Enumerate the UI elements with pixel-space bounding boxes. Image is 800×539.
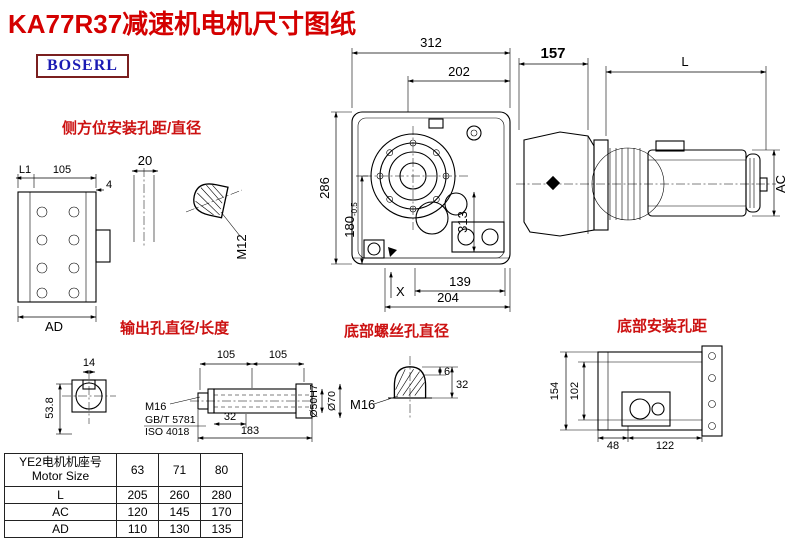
table-col-63: 63	[116, 453, 159, 487]
dim-width-total: 312	[420, 35, 442, 50]
dim-axis-height-value: 180	[342, 216, 357, 238]
dim-bottom-inner: 139	[449, 274, 471, 289]
dim-14: 14	[83, 357, 95, 369]
table-row: YE2电机机座号 Motor Size 63 71 80	[4, 453, 243, 487]
table-cell: 280	[200, 485, 243, 504]
table-cell: 130	[158, 519, 201, 538]
table-header-cell: YE2电机机座号 Motor Size	[4, 453, 117, 487]
dim-4: 4	[106, 179, 112, 191]
bottom-mount-label: 底部安装孔距	[617, 318, 708, 335]
table-cell: 110	[116, 519, 159, 538]
std-gb: GB/T 5781	[145, 414, 196, 426]
table-col-71: 71	[158, 453, 201, 487]
output-hole-label: 输出孔直径/长度	[120, 320, 230, 337]
dim-105a: 105	[217, 349, 235, 361]
dim-l1: L1	[19, 164, 31, 176]
dim-48: 48	[607, 440, 619, 452]
dim-motor-diameter: AC	[773, 175, 788, 193]
table-cell: 260	[158, 485, 201, 504]
thread-m16-output: M16	[145, 401, 166, 413]
dia-bore: Ø50H7	[308, 384, 320, 417]
table-col-80: 80	[200, 453, 243, 487]
dim-height-total: 286	[317, 177, 332, 199]
table-cell: 135	[200, 519, 243, 538]
dim-axis-height: 180-0.5	[342, 202, 359, 238]
dim-122: 122	[656, 440, 674, 452]
dim-32-output: 32	[224, 411, 236, 423]
table-cell: 120	[116, 502, 159, 521]
std-iso: ISO 4018	[145, 426, 190, 438]
page-title: KA77R37减速机电机尺寸图纸	[8, 9, 357, 39]
motor-side-dimensions: 157 L AC	[518, 45, 788, 217]
row-label-ac: AC	[4, 502, 117, 521]
bottom-mount-view-drawing: 154 102 48 122	[549, 345, 723, 452]
thread-m16-bottom: M16	[350, 397, 375, 412]
thread-m12: M12	[234, 234, 249, 259]
table-row: AD 110 130 135	[4, 519, 243, 538]
bottom-screw-detail: 6 32 M16	[350, 356, 468, 418]
dim-157: 157	[540, 45, 565, 62]
dim-20: 20	[138, 153, 152, 168]
motor-size-table: YE2电机机座号 Motor Size 63 71 80 L 205 260 2…	[4, 453, 243, 538]
row-label-l: L	[4, 485, 117, 504]
dim-32-bottom: 32	[456, 379, 468, 391]
output-shaft-detail: 14 53.8 105 105 32 183 Ø50H7 Ø70	[44, 349, 342, 442]
dim-105b: 105	[269, 349, 287, 361]
dim-ad: AD	[45, 319, 63, 334]
row-label-ad: AD	[4, 519, 117, 538]
motor-side-view-drawing	[516, 131, 776, 237]
table-header-en: Motor Size	[31, 468, 90, 483]
front-view-dimensions: 312 202 286 180-0.5 313 139 204 X	[317, 35, 511, 312]
dim-axis-height-tol: -0.5	[350, 202, 359, 216]
dim-102: 102	[569, 382, 581, 400]
brand-logo: BOSERL	[36, 54, 129, 78]
dim-6: 6	[444, 366, 450, 378]
left-side-view-drawing: L1 105 4 AD	[15, 164, 112, 334]
dim-width-upper: 202	[448, 64, 470, 79]
table-header-cn: YE2电机机座号	[19, 455, 102, 469]
dim-105-left: 105	[53, 164, 71, 176]
dim-183: 183	[241, 425, 259, 437]
table-cell: 145	[158, 502, 201, 521]
dim-53-8: 53.8	[44, 397, 56, 418]
table-row: L 205 260 280	[4, 485, 243, 504]
bottom-screw-label: 底部螺丝孔直径	[344, 323, 450, 340]
side-mount-detail: 20 M12	[131, 153, 249, 260]
dim-154: 154	[549, 382, 561, 400]
table-cell: 205	[116, 485, 159, 504]
front-view-drawing	[351, 111, 511, 265]
dia-outer: Ø70	[326, 391, 338, 411]
dim-side: 313	[455, 211, 470, 233]
side-mount-label: 侧方位安装孔距/直径	[62, 120, 202, 137]
dim-bottom-total: 204	[437, 290, 459, 305]
table-row: AC 120 145 170	[4, 502, 243, 521]
ref-mark-x: X	[396, 284, 405, 299]
table-cell: 170	[200, 502, 243, 521]
dim-motor-length: L	[681, 54, 688, 69]
